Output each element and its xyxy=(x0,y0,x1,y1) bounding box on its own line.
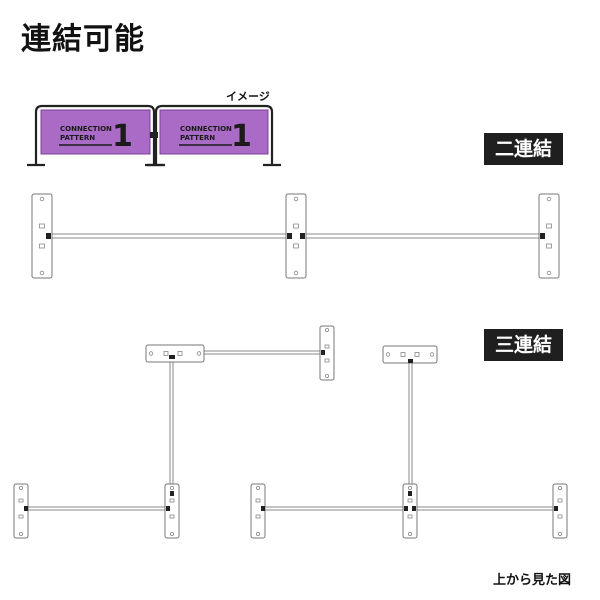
foot-a-top-vertical xyxy=(319,325,335,381)
foot-b-bottom-left xyxy=(250,483,266,539)
banner-right-line1: CONNECTION xyxy=(180,125,232,133)
foot-middle xyxy=(285,193,307,279)
three-connection-badge: 三連結 xyxy=(484,329,564,361)
banner-left-number: 1 xyxy=(112,119,133,154)
foot-b-top-horizontal xyxy=(382,345,438,364)
page-title: 連結可能 xyxy=(21,22,145,57)
banner-right xyxy=(159,109,269,155)
barrier-panel-left: CONNECTION PATTERN 1 xyxy=(27,104,163,167)
banner-left xyxy=(40,109,151,155)
banner-right-number: 1 xyxy=(231,119,252,154)
banner-left-line2: PATTERN xyxy=(60,134,95,142)
three-connection-config-b xyxy=(250,345,568,539)
foot-right xyxy=(538,193,560,279)
banner-left-line1: CONNECTION xyxy=(60,125,112,133)
foot-left xyxy=(31,193,53,279)
foot-a-bottom-left xyxy=(13,483,29,539)
top-view-caption: 上から見た図 xyxy=(493,573,572,588)
barrier-illustration: CONNECTION PATTERN 1 CONNECTION PATTERN … xyxy=(27,104,281,167)
two-connection-top-view xyxy=(31,193,560,279)
banner-right-line2: PATTERN xyxy=(180,134,215,142)
image-label: イメージ xyxy=(226,90,270,103)
foot-a-bottom-middle xyxy=(164,483,180,539)
three-connection-config-a xyxy=(13,325,335,539)
foot-a-top-horizontal xyxy=(145,344,205,363)
two-connection-badge: 二連結 xyxy=(484,133,564,165)
foot-b-bottom-middle xyxy=(402,483,418,539)
foot-b-bottom-right xyxy=(552,483,568,539)
barrier-panel-right: CONNECTION PATTERN 1 xyxy=(147,104,281,167)
